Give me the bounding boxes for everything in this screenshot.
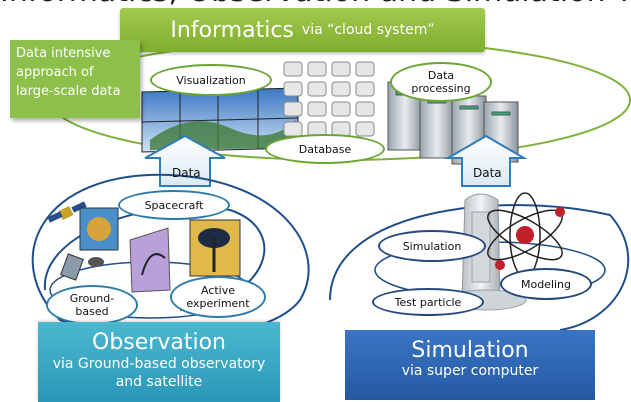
radar-dish-image (189, 219, 241, 277)
simulation-label: Simulation (378, 230, 486, 262)
database-label: Database (265, 134, 385, 164)
cut-off-title: Informatics, Observation and Simulation … (0, 0, 631, 9)
informatics-title: Informatics (170, 17, 294, 43)
ground-based-label: Ground-based (46, 285, 138, 325)
observation-title: Observation (92, 330, 226, 355)
observation-subtitle: via Ground-based observatory and satelli… (52, 356, 266, 390)
simulation-loop-outer (329, 204, 630, 331)
spacecraft-label: Spacecraft (118, 190, 230, 220)
spacecraft-image (79, 207, 119, 251)
data-processing-label: Data processing (390, 62, 492, 102)
informatics-subtitle: via “cloud system” (301, 22, 435, 38)
observation-box: Observation via Ground-based observatory… (38, 322, 280, 402)
atom-icon (487, 192, 565, 278)
data-arrow-right-label: Data (473, 166, 502, 180)
ground-satellite-icon (60, 253, 104, 281)
test-particle-label: Test particle (372, 288, 484, 316)
visualization-label: Visualization (150, 64, 272, 96)
modeling-label: Modeling (500, 268, 592, 300)
simulation-box: Simulation via super computer (345, 330, 595, 400)
satellite-icon (47, 201, 87, 223)
ground-antenna-image (129, 227, 171, 293)
supercomputer-image (445, 193, 527, 311)
active-experiment-label: Active experiment (170, 276, 266, 318)
database-cylinders (283, 61, 375, 137)
simulation-subtitle: via super computer (401, 363, 539, 379)
data-arrow-right (444, 134, 528, 187)
informatics-banner: Informatics via “cloud system” (120, 8, 485, 52)
data-arrow-left-label: Data (172, 166, 201, 180)
simulation-title: Simulation (411, 338, 529, 363)
data-arrow-left (144, 134, 226, 187)
data-intensive-note: Data intensive approach of large-scale d… (10, 40, 140, 118)
